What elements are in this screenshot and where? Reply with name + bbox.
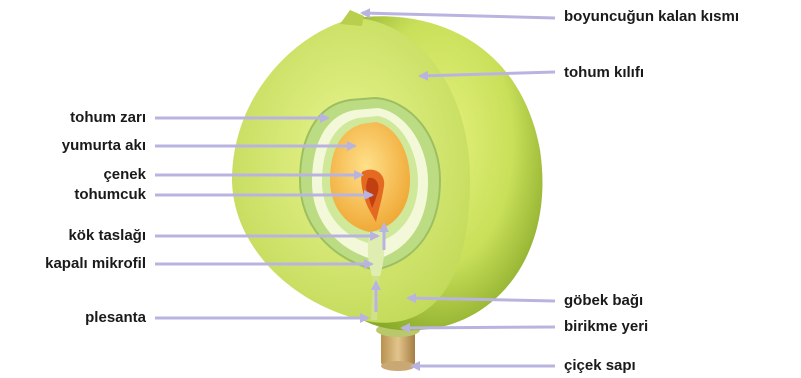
label-funiculus: göbek bağı: [564, 292, 643, 310]
label-micropyle: kapalı mikrofil: [45, 255, 146, 273]
label-radicle: kök taslağı: [68, 227, 146, 245]
label-embryo: tohumcuk: [74, 186, 146, 204]
label-placenta: plesanta: [85, 309, 146, 327]
label-endosperm: yumurta akı: [62, 137, 146, 155]
label-stem-remnant: boyuncuğun kalan kısmı: [564, 8, 739, 26]
arrow-receptacle: [402, 327, 555, 328]
label-cotyledon: çenek: [103, 166, 146, 184]
label-seed-coat: tohum zarı: [70, 109, 146, 127]
label-pedicel: çiçek sapı: [564, 357, 636, 375]
label-seed-coat-outer: tohum kılıfı: [564, 64, 644, 82]
label-receptacle: birikme yeri: [564, 318, 648, 336]
